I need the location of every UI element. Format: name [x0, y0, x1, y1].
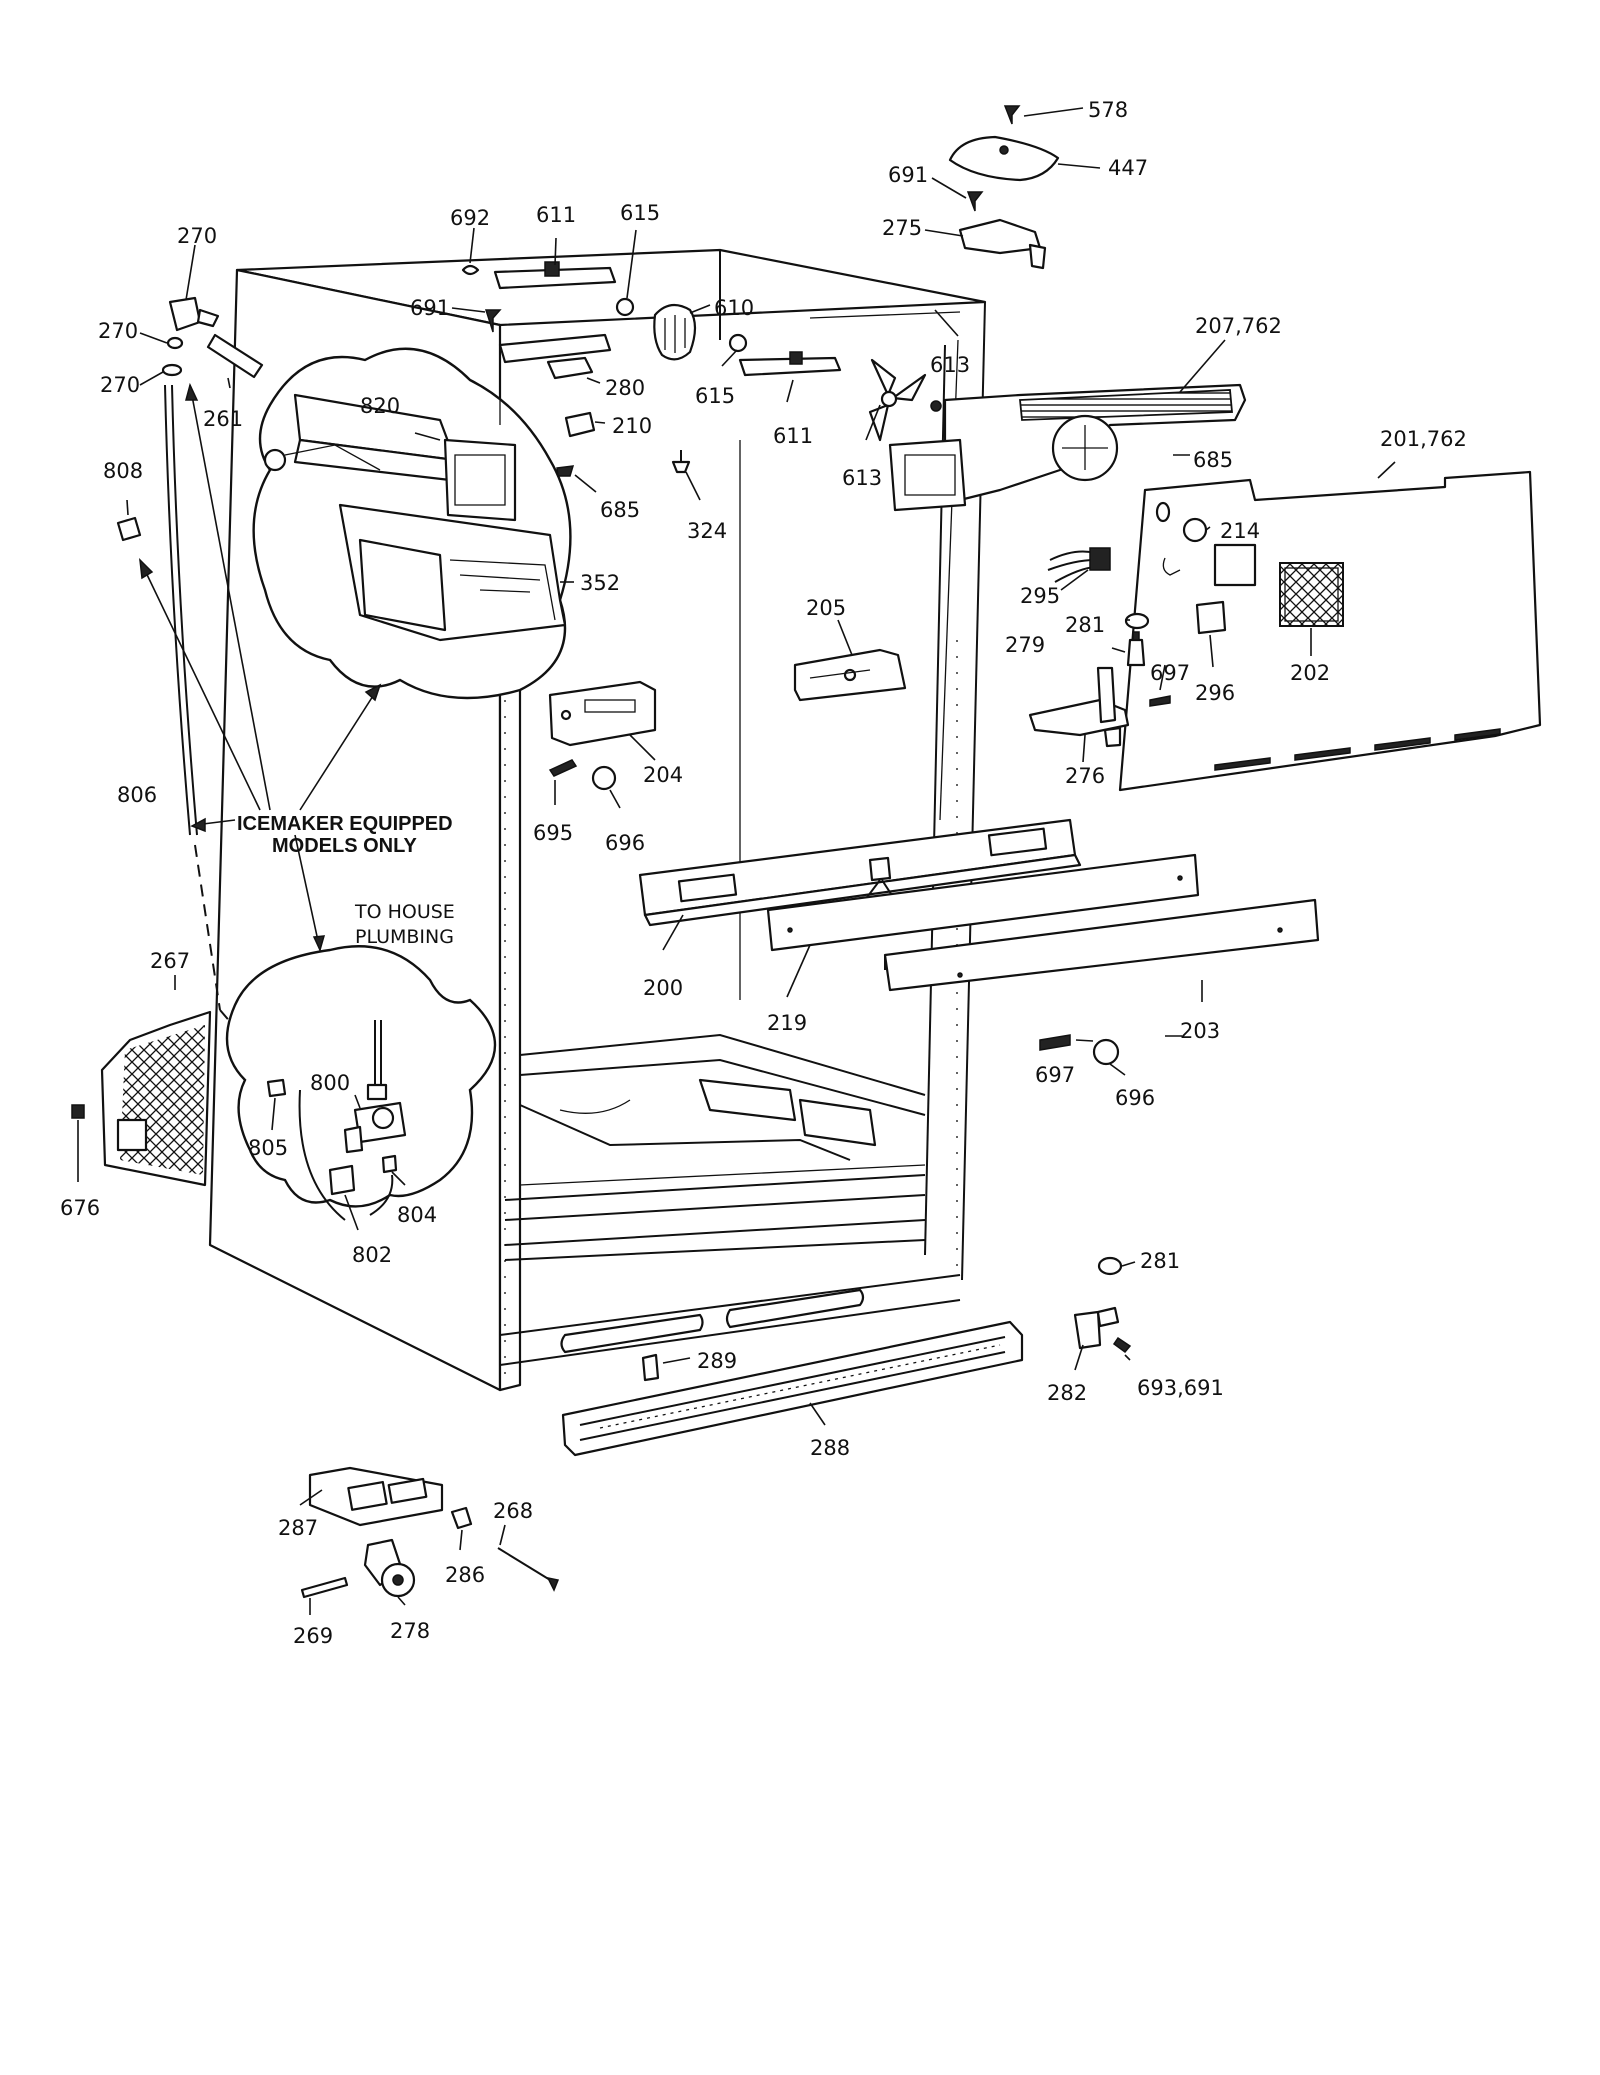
leader-lines [77, 107, 1396, 1615]
label-279: 279 [1005, 633, 1045, 657]
label-611-top: 611 [536, 203, 576, 227]
label-615-top: 615 [620, 201, 660, 225]
label-205: 205 [806, 596, 846, 620]
label-268: 268 [493, 1499, 533, 1523]
label-278: 278 [390, 1619, 430, 1643]
label-203: 203 [1180, 1019, 1220, 1043]
label-267: 267 [150, 949, 190, 973]
note-icemaker-line1: ICEMAKER EQUIPPED [237, 813, 453, 835]
label-281-lower: 281 [1140, 1249, 1180, 1273]
pin-269 [300, 1576, 349, 1599]
control-panel-assembly [1028, 470, 1542, 792]
screw-676 [71, 1104, 85, 1119]
label-270-top: 270 [177, 224, 217, 248]
label-676: 676 [60, 1196, 100, 1220]
nut-281 [1097, 1256, 1123, 1276]
label-289: 289 [697, 1349, 737, 1373]
label-691-top: 691 [888, 163, 928, 187]
label-804: 804 [397, 1203, 437, 1227]
label-695: 695 [533, 821, 573, 845]
label-691-mid: 691 [410, 296, 450, 320]
leveling-bolt-268 [497, 1547, 556, 1584]
label-802: 802 [352, 1243, 392, 1267]
toe-grille [561, 1320, 1024, 1457]
label-275: 275 [882, 216, 922, 240]
label-447: 447 [1108, 156, 1148, 180]
label-210: 210 [612, 414, 652, 438]
label-270-mid: 270 [98, 319, 138, 343]
label-800: 800 [310, 1071, 350, 1095]
label-697-top: 697 [1150, 661, 1190, 685]
diagram-notes: ICEMAKER EQUIPPED MODELS ONLY TO HOUSE P… [237, 813, 455, 948]
label-692: 692 [450, 206, 490, 230]
label-693-691: 693,691 [1137, 1376, 1224, 1400]
label-286: 286 [445, 1563, 485, 1587]
ice-bucket [338, 503, 567, 642]
label-200: 200 [643, 976, 683, 1000]
label-578: 578 [1088, 98, 1128, 122]
label-820: 820 [360, 394, 400, 418]
plug-696 [591, 765, 617, 791]
label-696-upper: 696 [605, 831, 645, 855]
label-685-left: 685 [600, 498, 640, 522]
label-219: 219 [767, 1011, 807, 1035]
nut-286 [450, 1506, 473, 1530]
label-276: 276 [1065, 764, 1105, 788]
label-282: 282 [1047, 1381, 1087, 1405]
label-806: 806 [117, 783, 157, 807]
part-labels: 578 447 691 275 692 611 615 270 270 270 … [60, 98, 1467, 1648]
label-352: 352 [580, 571, 620, 595]
note-plumbing-line1: TO HOUSE [354, 901, 455, 923]
water-valve-callout [225, 945, 496, 1221]
label-324: 324 [687, 519, 727, 543]
note-plumbing-line2: PLUMBING [355, 926, 454, 948]
label-685-right: 685 [1193, 448, 1233, 472]
label-287: 287 [278, 1516, 318, 1540]
label-280: 280 [605, 376, 645, 400]
note-icemaker-line2: MODELS ONLY [272, 835, 417, 857]
label-269: 269 [293, 1624, 333, 1648]
screw-695 [548, 759, 578, 777]
label-281-top: 281 [1065, 613, 1105, 637]
shelf-bracket-204 [548, 680, 657, 747]
roller-278 [363, 1538, 416, 1598]
label-201-762: 201,762 [1380, 427, 1467, 451]
icemaker-callout-arrows [139, 382, 382, 953]
top-hinge-assembly [948, 105, 1060, 270]
rear-access-cover [100, 1010, 212, 1187]
screw-693-691 [1112, 1336, 1132, 1354]
label-611-mid: 611 [773, 424, 813, 448]
shelf-bracket-205 [793, 648, 907, 702]
icemaker-head [263, 393, 517, 522]
label-296: 296 [1195, 681, 1235, 705]
label-202: 202 [1290, 661, 1330, 685]
label-204: 204 [643, 763, 683, 787]
icemaker-assembly-callout [252, 347, 572, 700]
top-mounted-parts [461, 261, 961, 477]
mullion-assembly [638, 818, 1320, 992]
fan-motor [653, 303, 697, 361]
screw-697 [1039, 1034, 1071, 1051]
label-295: 295 [1020, 584, 1060, 608]
label-805: 805 [248, 1136, 288, 1160]
leveling-plate [308, 1466, 444, 1527]
label-214: 214 [1220, 519, 1260, 543]
label-696-lower: 696 [1115, 1086, 1155, 1110]
clip-289 [641, 1353, 660, 1382]
label-615-mid: 615 [695, 384, 735, 408]
label-288: 288 [810, 1436, 850, 1460]
bracket-282 [1073, 1306, 1120, 1350]
label-613-mid: 613 [842, 466, 882, 490]
label-808: 808 [103, 459, 143, 483]
label-610: 610 [714, 296, 754, 320]
evaporator-fan-housing [888, 383, 1247, 512]
plug-696-lower [1092, 1038, 1120, 1066]
label-613-top: 613 [930, 353, 970, 377]
label-207-762: 207,762 [1195, 314, 1282, 338]
label-270-low: 270 [100, 373, 140, 397]
label-697-lower: 697 [1035, 1063, 1075, 1087]
label-261: 261 [203, 407, 243, 431]
